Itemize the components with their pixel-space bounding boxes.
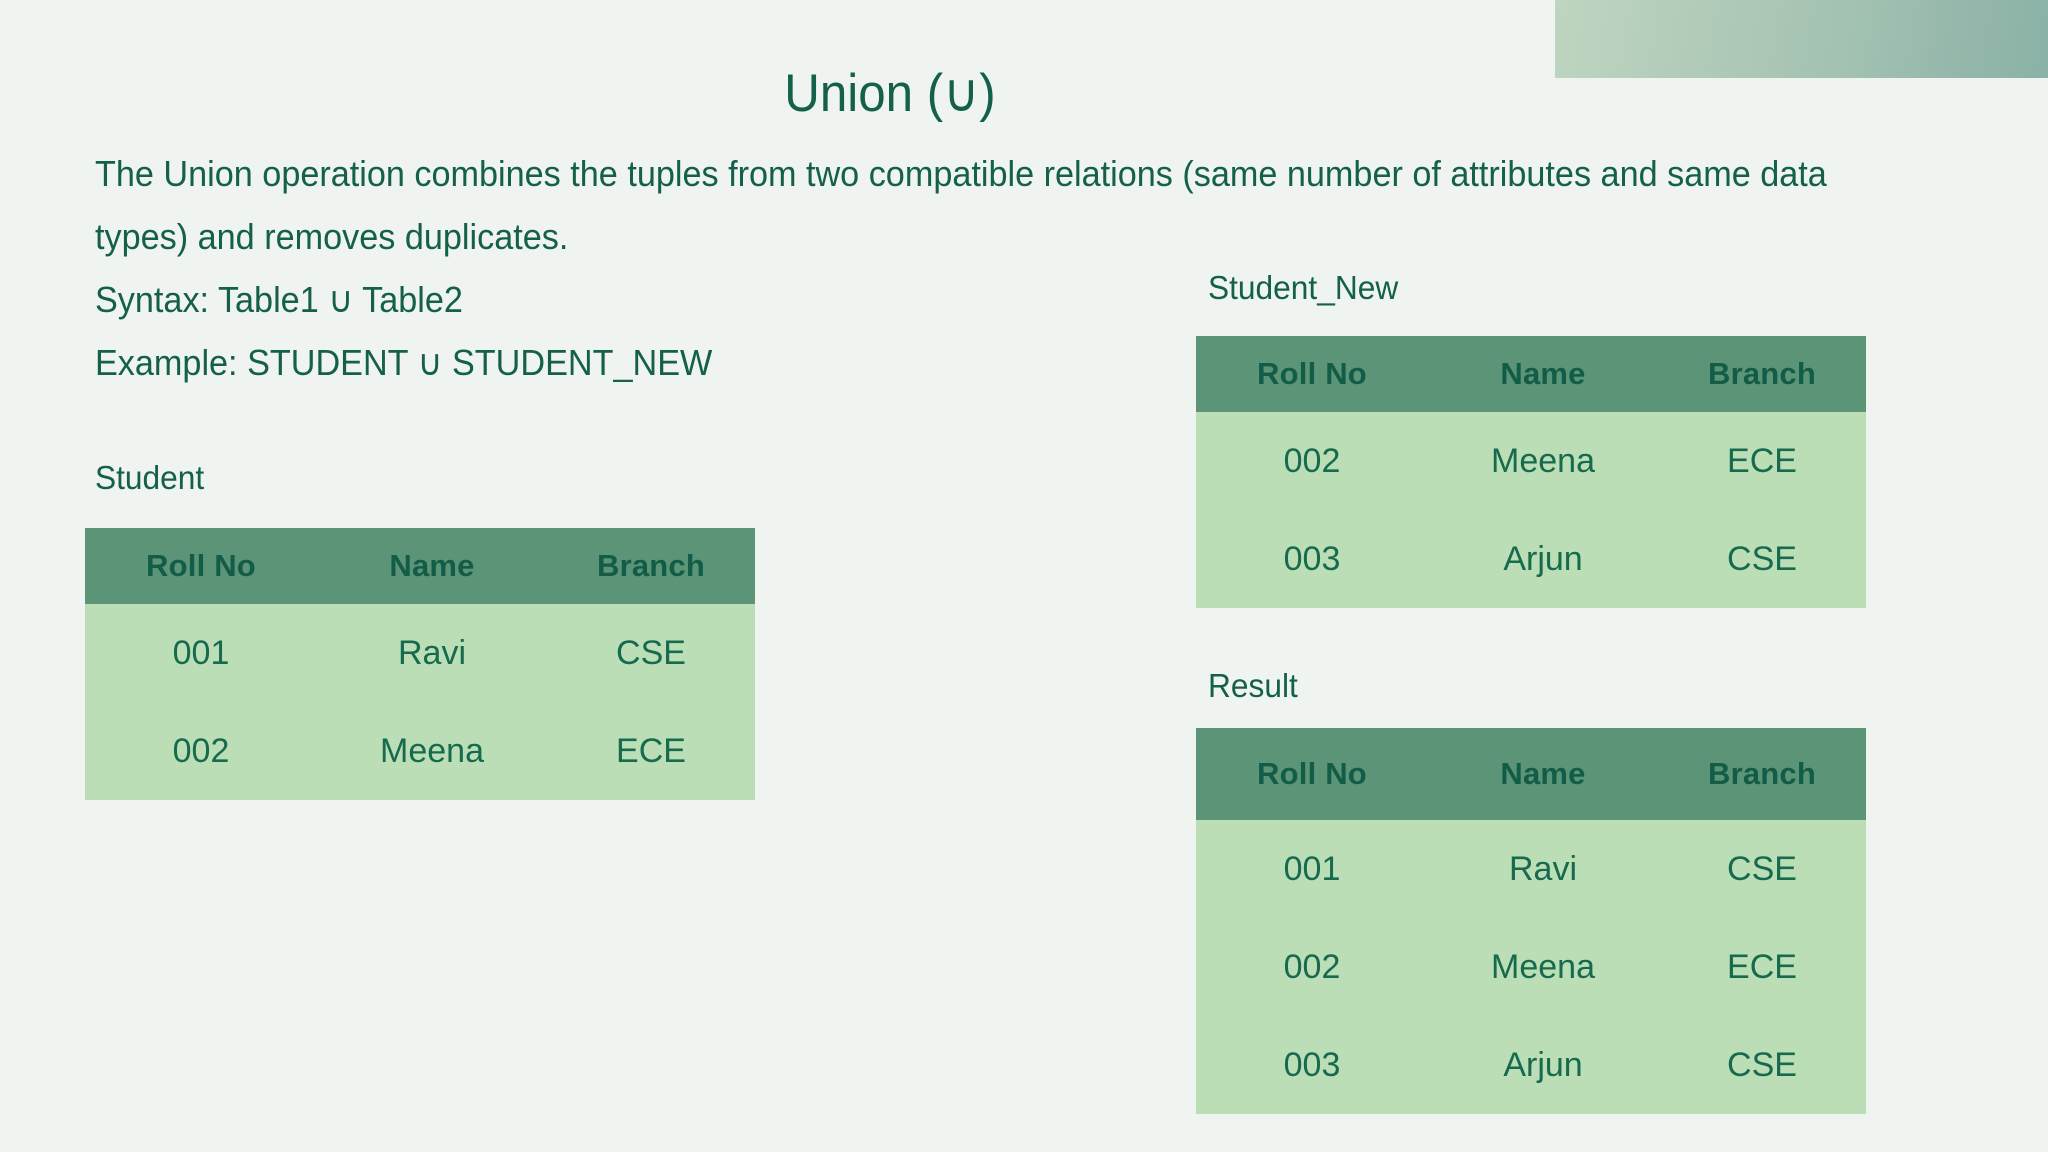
cell-name: Arjun	[1428, 1016, 1658, 1114]
cell-name: Arjun	[1428, 510, 1658, 608]
cell-name: Meena	[317, 702, 547, 800]
table-row: 002 Meena ECE	[85, 702, 755, 800]
table-student: Roll No Name Branch 001 Ravi CSE 002 Mee…	[85, 528, 755, 800]
cell-branch: CSE	[1658, 510, 1866, 608]
cell-roll-no: 001	[85, 604, 317, 702]
table-row: 003 Arjun CSE	[1196, 1016, 1866, 1114]
cell-roll-no: 001	[1196, 820, 1428, 918]
table-label-student-new: Student_New	[1208, 269, 1399, 306]
column-header-name: Name	[317, 528, 547, 604]
column-header-roll-no: Roll No	[1196, 336, 1428, 412]
cell-name: Meena	[1428, 412, 1658, 510]
table-row: 002 Meena ECE	[1196, 412, 1866, 510]
cell-roll-no: 003	[1196, 510, 1428, 608]
decorative-gradient-bar	[1555, 0, 2048, 78]
cell-branch: ECE	[1658, 918, 1866, 1016]
table-student-new: Roll No Name Branch 002 Meena ECE 003 Ar…	[1196, 336, 1866, 608]
cell-roll-no: 002	[85, 702, 317, 800]
column-header-branch: Branch	[547, 528, 755, 604]
body-text-block: The Union operation combines the tuples …	[95, 142, 2005, 394]
table-label-result: Result	[1208, 667, 1298, 704]
column-header-branch: Branch	[1658, 336, 1866, 412]
table-row: 003 Arjun CSE	[1196, 510, 1866, 608]
table-header-row: Roll No Name Branch	[85, 528, 755, 604]
column-header-roll-no: Roll No	[85, 528, 317, 604]
column-header-roll-no: Roll No	[1196, 728, 1428, 820]
cell-branch: ECE	[547, 702, 755, 800]
cell-name: Ravi	[317, 604, 547, 702]
description-paragraph: The Union operation combines the tuples …	[95, 153, 1827, 257]
cell-name: Ravi	[1428, 820, 1658, 918]
cell-branch: CSE	[547, 604, 755, 702]
table-row: 002 Meena ECE	[1196, 918, 1866, 1016]
table-header-row: Roll No Name Branch	[1196, 336, 1866, 412]
cell-branch: CSE	[1658, 1016, 1866, 1114]
cell-roll-no: 002	[1196, 412, 1428, 510]
table-result: Roll No Name Branch 001 Ravi CSE 002 Mee…	[1196, 728, 1866, 1114]
example-line: Example: STUDENT ∪ STUDENT_NEW	[95, 342, 713, 383]
table-header-row: Roll No Name Branch	[1196, 728, 1866, 820]
table-label-student: Student	[95, 459, 205, 496]
column-header-name: Name	[1428, 728, 1658, 820]
cell-branch: ECE	[1658, 412, 1866, 510]
cell-roll-no: 002	[1196, 918, 1428, 1016]
cell-roll-no: 003	[1196, 1016, 1428, 1114]
column-header-name: Name	[1428, 336, 1658, 412]
table-row: 001 Ravi CSE	[1196, 820, 1866, 918]
column-header-branch: Branch	[1658, 728, 1866, 820]
table-row: 001 Ravi CSE	[85, 604, 755, 702]
cell-branch: CSE	[1658, 820, 1866, 918]
cell-name: Meena	[1428, 918, 1658, 1016]
syntax-line: Syntax: Table1 ∪ Table2	[95, 279, 463, 320]
page-title: Union (∪)	[784, 64, 996, 123]
